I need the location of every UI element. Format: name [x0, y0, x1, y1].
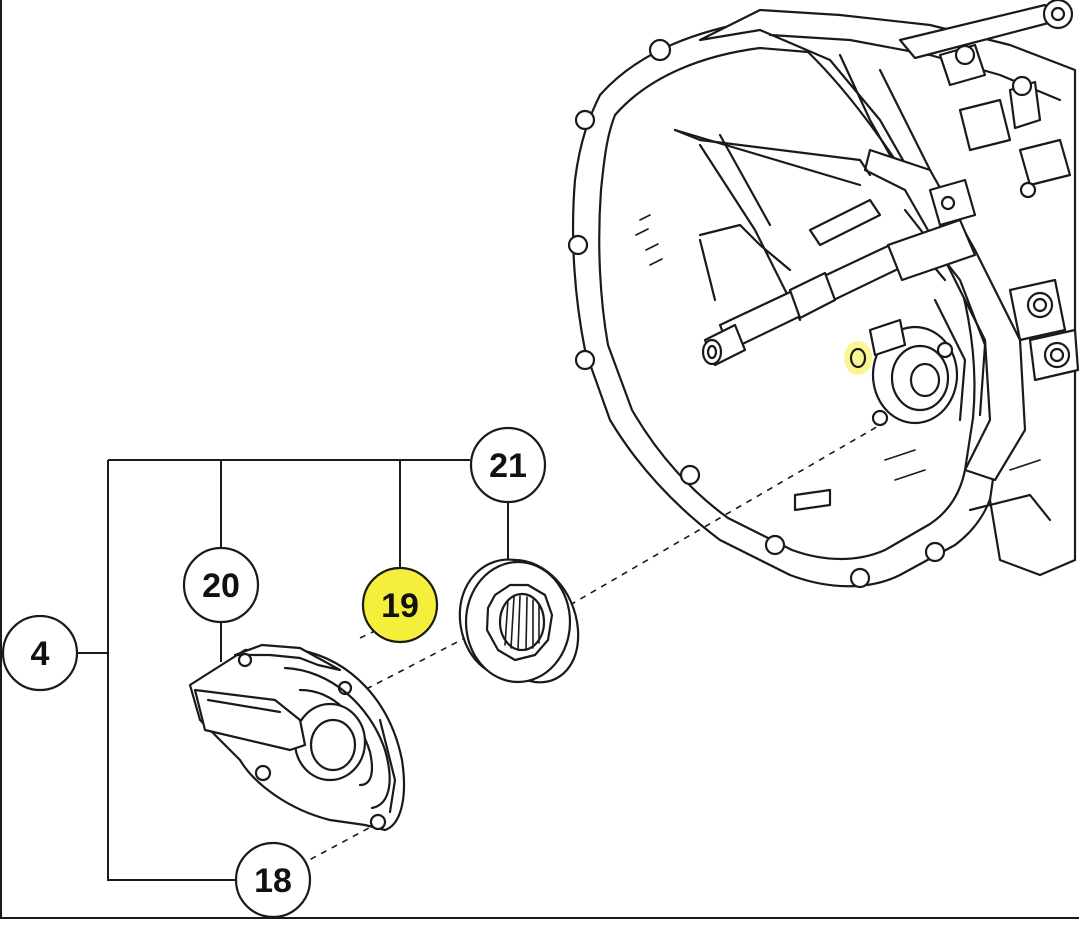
- callout-4[interactable]: 4: [1, 614, 79, 692]
- callout-20-label: 20: [202, 567, 240, 605]
- callout-21[interactable]: 21: [469, 426, 547, 504]
- callout-leaders: [78, 459, 509, 881]
- callout-19-label: 19: [381, 587, 419, 625]
- callout-21-label: 21: [489, 447, 527, 485]
- slave-cylinder: [188, 643, 406, 832]
- transmission-housing: [567, 0, 1080, 589]
- callout-4-label: 4: [31, 635, 50, 673]
- callout-20[interactable]: 20: [182, 546, 260, 624]
- callout-18-label: 18: [254, 862, 292, 900]
- oil-seal: [458, 558, 580, 684]
- callout-19[interactable]: 19: [361, 566, 439, 644]
- callout-18[interactable]: 18: [234, 841, 312, 919]
